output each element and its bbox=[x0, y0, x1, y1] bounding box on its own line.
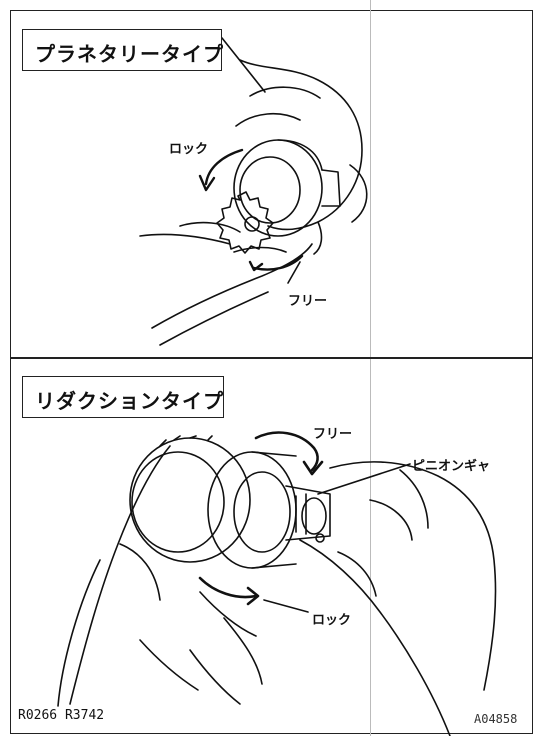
figure-code: A04858 bbox=[474, 712, 518, 726]
planetary-illustration bbox=[139, 37, 368, 346]
free-callout-planetary: フリー bbox=[288, 294, 328, 309]
reduction-type-label: リダクションタイプ bbox=[22, 376, 224, 418]
planetary-type-label: プラネタリータイプ bbox=[22, 29, 223, 71]
pinion-gear-callout: ピニオンギャ bbox=[412, 459, 491, 474]
reduction-illustration bbox=[57, 431, 497, 736]
lock-callout-planetary: ロック bbox=[169, 142, 209, 157]
lock-callout-reduction: ロック bbox=[312, 613, 352, 628]
scan-fold-line bbox=[370, 0, 371, 736]
free-callout-reduction: フリー bbox=[313, 427, 353, 442]
page-frame bbox=[10, 10, 533, 734]
section-divider bbox=[10, 357, 533, 359]
reference-codes: R0266 R3742 bbox=[18, 708, 105, 723]
